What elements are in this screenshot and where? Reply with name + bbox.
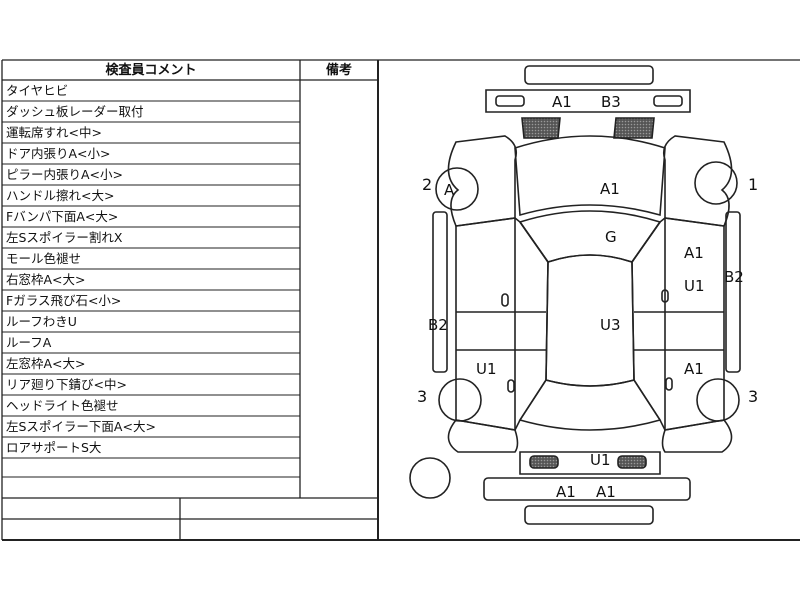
spare-tire [409,457,451,499]
rear-bumper [483,477,691,501]
mark-right-pillar: U1 [684,277,705,295]
tire-number-1: 1 [748,175,758,194]
comment-row: モール色褪せ [6,251,82,266]
mark-hood: A1 [600,180,620,198]
rear-bumper-lower-strip [524,505,654,525]
mark-rear-panel: U1 [590,451,611,469]
comment-row: ハンドル擦れ<大> [6,188,115,203]
comment-row: 左Sスポイラー割れX [6,230,123,245]
front-left-headlight [521,117,561,139]
tire-rear-right [696,378,740,422]
mark-right-front-door: A1 [684,244,704,262]
comment-row: リア廻り下錆び<中> [6,377,127,392]
tire-front-left [435,167,479,211]
front-bumper [485,89,691,113]
roof [545,254,635,387]
comments-header: 検査員コメント [105,63,197,78]
right-door-handle [661,289,669,303]
mark-front-bumper-right: B3 [601,93,621,111]
mark-rear-bumper-right: A1 [596,483,616,501]
left-side-body [455,217,549,431]
comment-row: ピラー内張りA<小> [6,167,123,182]
comment-row: ダッシュ板レーダー取付 [6,104,144,119]
right-rear-door-handle [665,377,673,391]
hood [514,135,666,217]
comment-row: ドア内張りA<小> [6,146,111,161]
comment-row: Fガラス飛び石<小> [6,293,122,308]
comment-row: ルーフわきU [6,314,77,329]
left-rear-fender [447,419,519,453]
mark-left-side: B2 [428,316,448,334]
comment-row: 運転席すれ<中> [6,125,102,140]
rear-right-tail-light [617,455,647,469]
remarks-header: 備考 [325,63,352,78]
right-side-body [631,217,725,431]
right-side-sill [725,211,741,373]
right-front-fender [662,135,733,227]
front-right-fog-light [653,95,683,107]
mark-front-bumper-left: A1 [552,93,572,111]
front-left-fog-light [495,95,525,107]
tire-number-3-left: 3 [417,387,427,406]
tire-front-right [694,161,738,205]
comment-row: 左Sスポイラー下面A<大> [6,419,156,434]
left-side-sill [432,211,448,373]
rear-panel [519,451,661,475]
tire-number-3-right: 3 [748,387,758,406]
comment-row: ロアサポートS大 [6,440,102,455]
comment-row: ルーフA [6,335,52,350]
front-bumper-top-strip [524,65,654,85]
mark-roof: U3 [600,316,621,334]
mark-right-rear: A1 [684,360,704,378]
mark-left-rear: U1 [476,360,497,378]
right-rear-fender [661,419,733,453]
left-rear-door-handle [507,379,515,393]
comment-row: タイヤヒビ [6,83,69,98]
tire-rear-left [438,378,482,422]
comment-row: 左窓枠A<大> [6,356,86,371]
rear-left-tail-light [529,455,559,469]
comment-row: Fバンパ下面A<大> [6,209,119,224]
mark-rear-bumper-left: A1 [556,483,576,501]
comment-row: 右窓枠A<大> [6,272,86,287]
comment-row: ヘッドライト色褪せ [6,398,119,413]
mark-tire-front-left: A [444,181,455,199]
mark-right-side-panel: B2 [724,268,744,286]
mark-windshield: G [605,228,617,246]
left-front-fender [447,135,518,227]
front-right-headlight [613,117,655,139]
tire-number-2: 2 [422,175,432,194]
left-door-handle [501,293,509,307]
